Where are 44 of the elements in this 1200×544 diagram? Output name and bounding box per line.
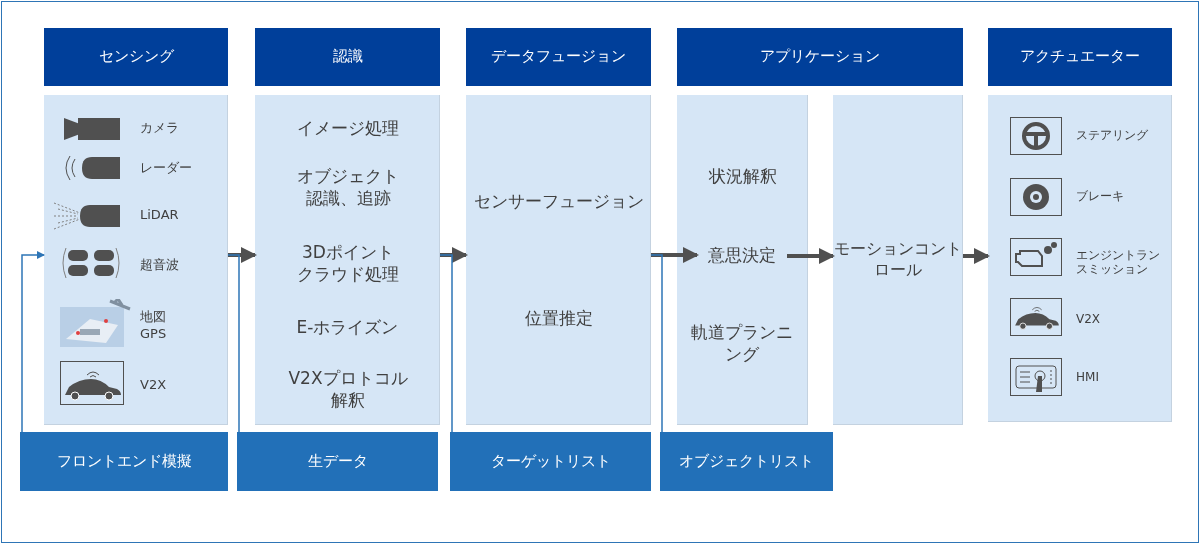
sensor-label: V2X [140, 375, 220, 395]
arrow [963, 248, 990, 264]
stage-panel [466, 95, 651, 425]
output-box: 生データ [237, 432, 438, 491]
process-panel: モーションコントロール [833, 95, 963, 425]
output-box: オブジェクトリスト [660, 432, 833, 491]
process-label: 3Dポイントクラウド処理 [297, 238, 399, 288]
connector-line [439, 254, 453, 433]
sensor-label: 超音波 [140, 255, 220, 275]
process-label: センサーフュージョン [470, 188, 647, 214]
actuator-label: V2X [1076, 310, 1166, 330]
stage-panel [677, 95, 808, 425]
stage-panel [255, 95, 440, 425]
process-label: イメージ処理 [260, 115, 435, 141]
sensor-label: レーダー [140, 158, 220, 178]
output-box: ターゲットリスト [450, 432, 651, 491]
stage-header: データフュージョン [466, 28, 651, 86]
actuator-label: ブレーキ [1076, 187, 1166, 207]
arrow [21, 251, 45, 433]
stage-header: アクチュエーター [988, 28, 1172, 86]
output-box: フロントエンド模擬 [20, 432, 228, 491]
stage-header: センシング [44, 28, 228, 86]
process-label: E-ホライズン [260, 314, 435, 340]
arrow [787, 248, 835, 264]
sensor-label: カメラ [140, 118, 220, 138]
connector-line [227, 254, 240, 433]
arrow [228, 247, 257, 263]
process-label: 状況解釈 [680, 163, 805, 189]
connector-line [650, 254, 663, 433]
stage-header: 認識 [255, 28, 440, 86]
actuator-label: ステアリング [1076, 126, 1166, 146]
arrow [440, 247, 468, 263]
process-label: 意思決定 [697, 242, 787, 268]
process-label: 位置推定 [470, 305, 647, 331]
process-label: 軌道プランニング [690, 318, 794, 368]
arrow [651, 247, 699, 263]
stage-header: アプリケーション [677, 28, 963, 86]
sensor-label: 地図 GPS [140, 306, 180, 346]
stage-panel [988, 95, 1172, 422]
sensor-label: LiDAR [140, 205, 220, 225]
actuator-label: HMI [1076, 368, 1166, 388]
actuator-label: エンジントランスミッション [1076, 243, 1170, 281]
process-label: V2Xプロトコル解釈 [282, 364, 414, 414]
process-label: オブジェクト認識、追跡 [292, 162, 404, 212]
